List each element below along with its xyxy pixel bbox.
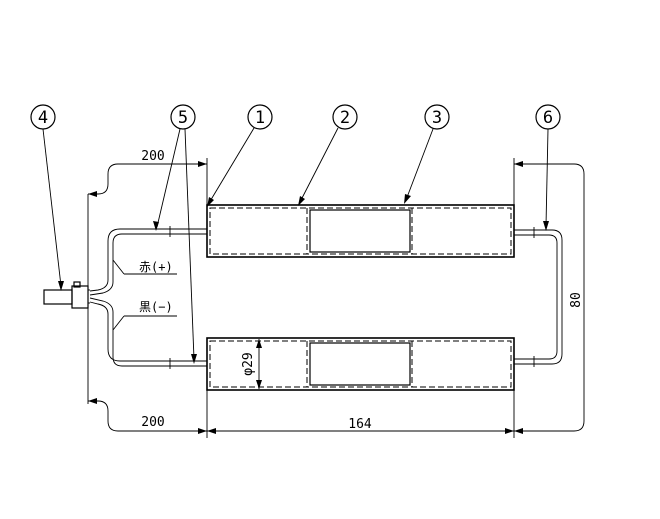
balloon-6: 6 [535,104,561,130]
diameter-dimension: φ29 [241,339,262,389]
wire-label-black: 黒(−) [112,300,177,331]
balloon-3: 3 [424,104,450,130]
pack-width-value: 80 [569,292,584,308]
balloon-5-label: 5 [178,108,188,128]
balloon-2: 2 [332,104,358,130]
balloon-5: 5 [170,104,196,130]
output-leads [89,226,207,369]
top-cell-stick [206,204,515,258]
lead-top-value: 200 [141,149,164,164]
lead-bottom-value: 200 [141,415,164,430]
pack-width-dimension: 80 [513,158,585,434]
balloon-2-label: 2 [340,108,350,128]
diameter-value: φ29 [241,352,256,375]
wire-label-red: 赤(+) [112,259,177,275]
connector [43,281,90,309]
wire-black-text: 黒(−) [139,300,173,314]
leader-lines [42,127,549,364]
pack-length-dimension: 164 [207,390,515,438]
pack-length-value: 164 [348,417,372,432]
balloon-4: 4 [30,104,56,130]
balloon-4-label: 4 [38,108,48,128]
balloon-1-label: 1 [255,108,265,128]
lead-dimension-bottom: 200 [88,390,208,438]
balloon-6-label: 6 [543,108,553,128]
connection-lead [514,227,563,367]
balloon-3-label: 3 [432,108,442,128]
lead-dimension-top: 200 [87,149,208,404]
wire-red-text: 赤(+) [139,260,173,274]
balloon-1: 1 [247,104,273,130]
